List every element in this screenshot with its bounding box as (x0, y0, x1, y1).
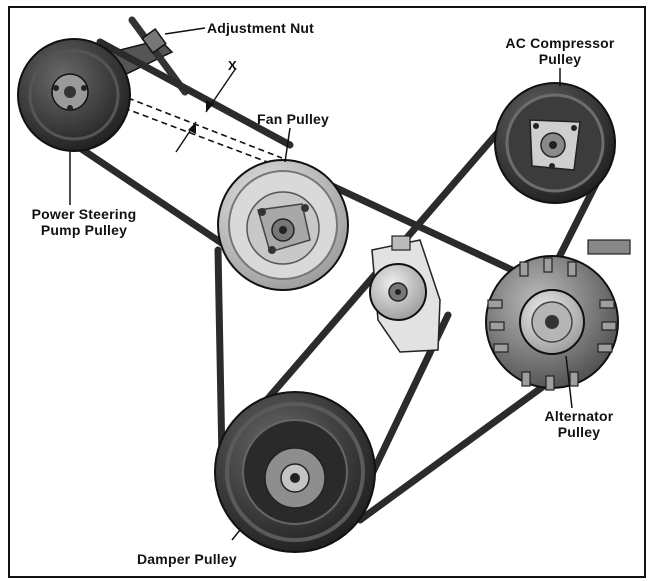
belt-span-ps-to-fan (96, 38, 294, 149)
label-power-steering-pump-pulley: Power Steering Pump Pulley (31, 206, 137, 238)
label-x-deflection: X (228, 58, 237, 73)
deflection-measurement (123, 67, 283, 167)
adjustment-nut-leader (164, 27, 206, 35)
alternator-leader (565, 355, 573, 409)
power-steering-pump-pulley (17, 38, 131, 152)
figure-frame (8, 6, 646, 578)
label-alternator-pulley: Alternator Pulley (544, 408, 614, 440)
fan-pulley (217, 159, 349, 291)
adjustment-nut (141, 27, 167, 55)
label-adjustment-nut: Adjustment Nut (207, 20, 315, 36)
alternator (485, 239, 631, 391)
belt-span-ps-lower (76, 144, 236, 254)
label-fan-pulley: Fan Pulley (257, 111, 330, 127)
belt-span-to-damper-left (214, 246, 226, 464)
label-damper-pulley: Damper Pulley (137, 551, 237, 567)
label-ac-compressor-pulley: AC Compressor Pulley (505, 35, 615, 67)
idler-tensioner (369, 235, 441, 353)
fan-pulley-leader (284, 127, 291, 163)
ac-compressor-pulley (494, 82, 616, 204)
damper-leader (231, 529, 241, 541)
damper-pulley (214, 391, 376, 553)
